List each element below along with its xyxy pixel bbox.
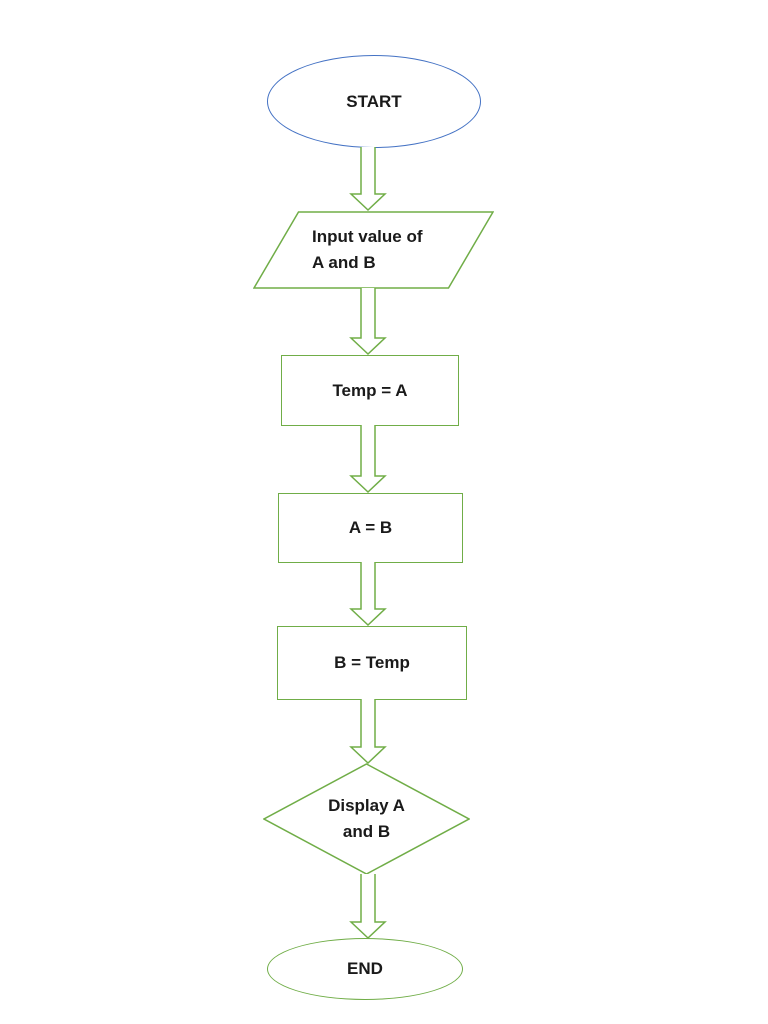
process-label: Temp = A	[332, 380, 408, 400]
start-terminator-node: START	[267, 55, 481, 148]
down-arrow	[349, 147, 387, 212]
process-a-equals-b-node: A = B	[278, 493, 463, 563]
down-arrow	[349, 288, 387, 356]
process-temp-equals-a-node: Temp = A	[281, 355, 459, 426]
down-arrow	[349, 425, 387, 494]
display-decision-node: Display A and B	[263, 763, 470, 875]
input-label: Input value of A and B	[312, 227, 423, 272]
display-label: Display A and B	[328, 796, 405, 841]
end-label: END	[347, 959, 383, 978]
process-label: A = B	[348, 518, 393, 537]
down-arrow	[349, 699, 387, 765]
down-arrow	[349, 562, 387, 627]
input-parallelogram-node: Input value of A and B	[253, 211, 494, 289]
process-b-equals-temp-node: B = Temp	[277, 626, 467, 700]
start-label: START	[346, 91, 402, 111]
end-terminator-node: END	[267, 938, 463, 1000]
down-arrow	[349, 874, 387, 940]
process-label: B = Temp	[334, 653, 410, 672]
